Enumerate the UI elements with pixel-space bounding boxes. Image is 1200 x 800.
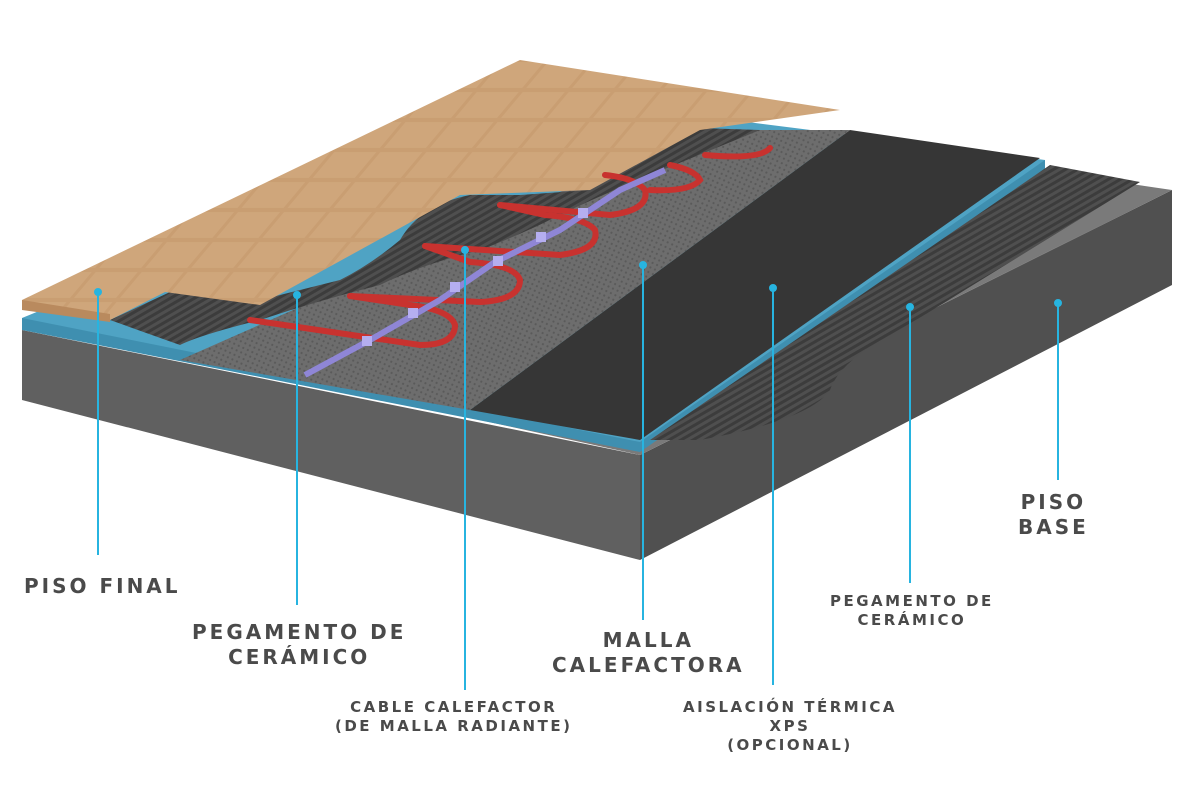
label-pegamento-left: PEGAMENTO DE CERÁMICO	[192, 620, 406, 670]
label-piso-final: PISO FINAL	[24, 574, 181, 599]
label-cable: CABLE CALEFACTOR (DE MALLA RADIANTE)	[335, 698, 572, 736]
label-aislacion: AISLACIÓN TÉRMICA XPS (OPCIONAL)	[683, 698, 897, 754]
label-malla: MALLA CALEFACTORA	[552, 628, 745, 678]
label-piso-base: PISO BASE	[1018, 490, 1089, 540]
label-pegamento-right: PEGAMENTO DE CERÁMICO	[830, 592, 994, 630]
